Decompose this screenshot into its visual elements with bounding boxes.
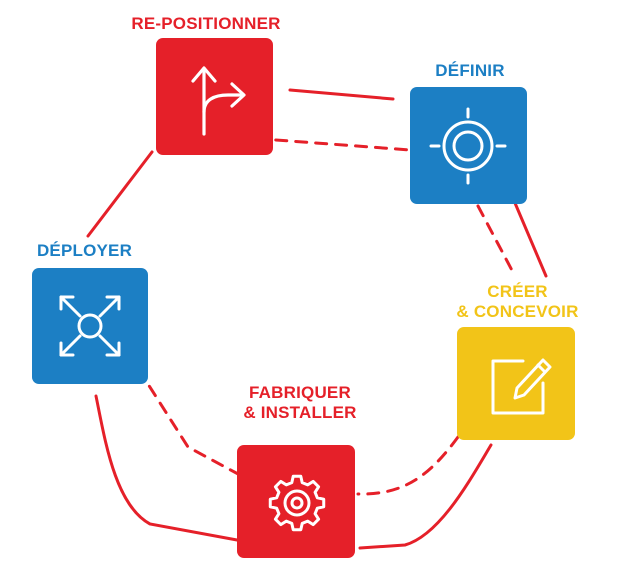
label-definir: DÉFINIR — [435, 61, 505, 80]
solid-connector-fabriquer-deployer — [94, 394, 239, 542]
expand-arrows-icon — [59, 295, 121, 357]
solid-connector-definir-creer — [513, 201, 548, 278]
dashed-connector-creer-fabriquer — [356, 435, 460, 496]
target-icon — [429, 107, 507, 185]
fork-arrow-icon — [191, 66, 246, 136]
dashed-connector-repositionner-definir — [194, 132, 412, 152]
dashed-connector-definir-creer — [476, 204, 517, 278]
dashed-connector-fabriquer-deployer — [146, 382, 242, 477]
solid-connector-deployer-repositionner — [86, 150, 154, 238]
tile-deployer — [32, 268, 148, 384]
tile-repositionner — [156, 38, 273, 155]
label-deployer: DÉPLOYER — [36, 241, 133, 260]
solid-connector-repositionner-definir — [288, 88, 395, 101]
tile-definir — [410, 87, 527, 204]
label-creer: CRÉER & CONCEVOIR — [456, 282, 579, 321]
solid-connector-creer-fabriquer — [358, 443, 493, 550]
gear-icon — [268, 474, 326, 532]
tile-fabriquer — [237, 445, 355, 558]
label-fabriquer: FABRIQUER & INSTALLER — [243, 383, 357, 422]
edit-icon — [491, 358, 552, 415]
tile-creer — [457, 327, 575, 440]
label-repositionner: RE-POSITIONNER — [131, 14, 281, 33]
